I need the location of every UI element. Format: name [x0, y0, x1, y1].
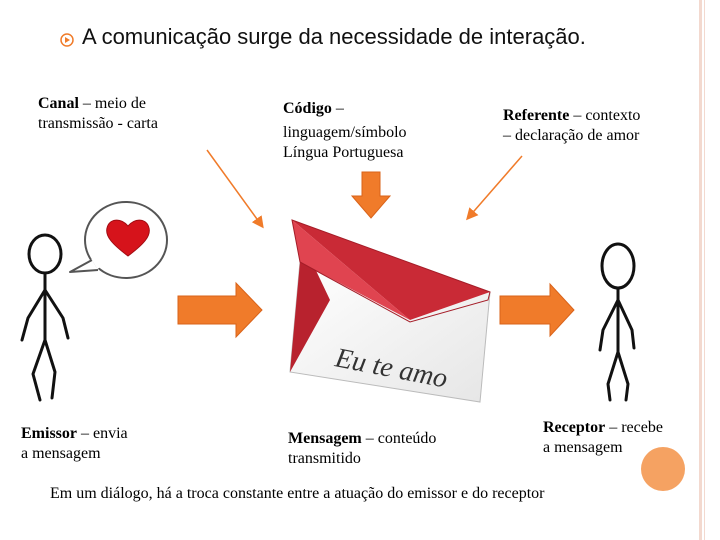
bullet-icon	[60, 33, 74, 47]
codigo-term: Código	[283, 100, 332, 117]
stick-figure-emissor	[20, 233, 70, 402]
mensagem-label: Mensagem – conteúdo transmitido	[288, 430, 437, 467]
mensagem-desc: transmitido	[288, 450, 361, 467]
canal-desc: transmissão - carta	[38, 115, 158, 132]
emissor-term: Emissor	[21, 425, 77, 442]
codigo-label: Código – linguagem/símbolo Língua Portug…	[283, 100, 407, 161]
accent-dot	[641, 447, 685, 491]
arrow-right-icon	[177, 281, 263, 339]
emissor-desc: a mensagem	[21, 445, 101, 462]
stick-figure-receptor	[598, 242, 636, 402]
referente-arrow	[466, 155, 523, 221]
emissor-label: Emissor – envia a mensagem	[21, 425, 128, 462]
canal-arrow	[206, 149, 264, 229]
footer-text: Em um diálogo, há a troca constante entr…	[50, 485, 545, 502]
canal-term: Canal	[38, 95, 79, 112]
referente-term: Referente	[503, 107, 570, 124]
receptor-desc: a mensagem	[543, 439, 623, 456]
codigo-desc-2: Língua Portuguesa	[283, 144, 404, 161]
decorative-border	[699, 0, 702, 540]
arrow-down-icon	[350, 171, 392, 219]
canal-label: Canal – meio de transmissão - carta	[38, 95, 158, 132]
referente-label: Referente – contexto – declaração de amo…	[503, 107, 641, 144]
heart-icon	[106, 219, 150, 257]
mensagem-term: Mensagem	[288, 430, 362, 447]
envelope-image: Eu te amo	[289, 219, 491, 403]
receptor-term: Receptor	[543, 419, 606, 436]
receptor-label: Receptor – recebe a mensagem	[543, 419, 663, 456]
referente-desc: – declaração de amor	[503, 127, 640, 144]
arrow-right-icon	[499, 282, 575, 338]
slide-title: A comunicação surge da necessidade de in…	[82, 24, 586, 49]
codigo-desc-1: linguagem/símbolo	[283, 124, 407, 141]
decorative-border-thin	[704, 0, 705, 540]
